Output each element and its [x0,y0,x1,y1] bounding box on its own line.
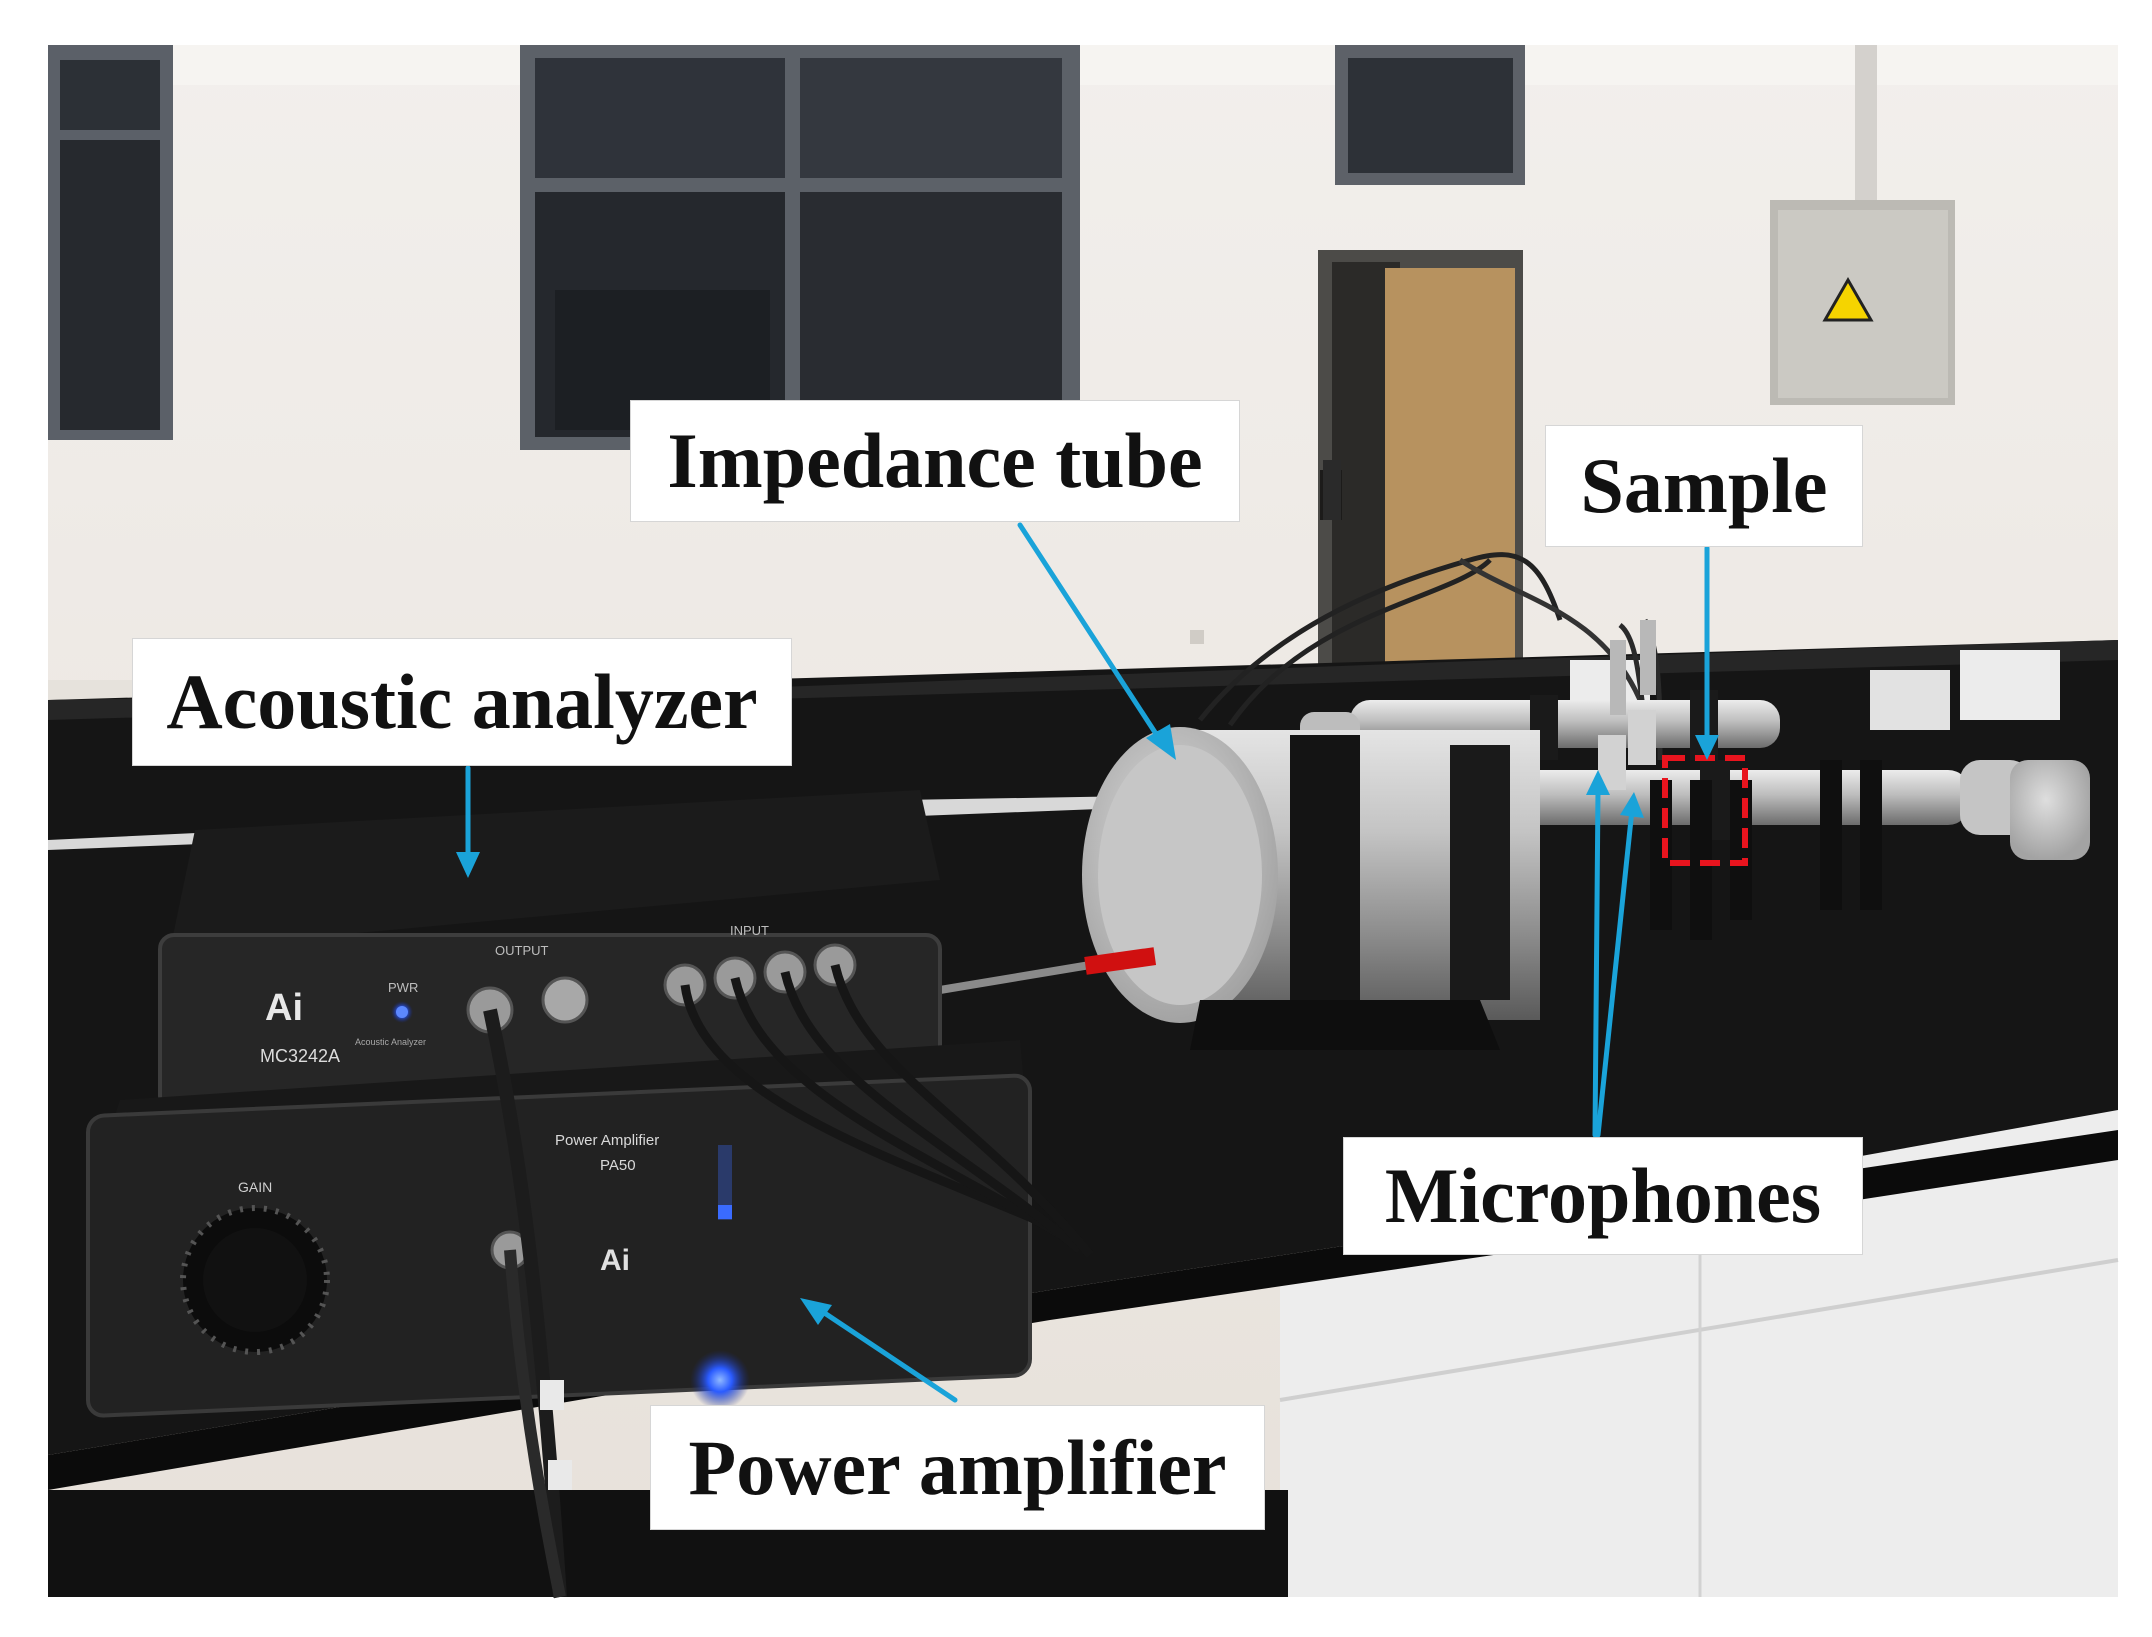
power-amplifier-label: Power amplifier [650,1405,1265,1530]
power-amplifier-arrow [817,1307,958,1403]
microphone-arrow-2 [1595,807,1635,1138]
power-amplifier-arrowhead [800,1298,832,1325]
door [1318,250,1523,680]
left-window [48,45,173,440]
center-window [520,45,1080,450]
analyzer-input-text: INPUT [730,923,769,938]
amp-title-text: Power Amplifier [555,1132,659,1149]
analyzer-pwr-text: PWR [388,980,418,995]
acoustic-analyzer-arrowhead [456,852,480,878]
analyzer-output-text: OUTPUT [495,943,549,958]
analyzer-model-text: MC3242A [260,1046,340,1066]
microphone-arrowhead-1 [1586,770,1610,795]
electrical-box [1770,200,1955,405]
impedance-tube-arrowhead [1146,724,1176,760]
right-window [1335,45,1525,185]
microphones-label: Microphones [1343,1137,1863,1255]
amp-model-text: PA50 [600,1157,636,1174]
sample-label: Sample [1545,425,1863,547]
amp-gain-text: GAIN [238,1179,272,1195]
impedance-tube-arrow [1017,522,1163,743]
impedance-tube-body [1082,727,1540,1050]
sample-marker-box [1662,755,1748,866]
acoustic-analyzer-label: Acoustic analyzer [132,638,792,766]
analyzer-name-text: Acoustic Analyzer [355,1037,426,1047]
amp-brand-logo: Ai [600,1244,630,1277]
brand-logo: Ai [265,987,303,1029]
microphone-arrow-1 [1592,787,1601,1138]
microphone-arrowhead-2 [1620,792,1644,818]
annotation-arrows [456,522,1719,1403]
impedance-tube-label: Impedance tube [630,400,1240,522]
power-amplifier-device: GAIN Power Amplifier PA50 Ai [86,1040,1032,1418]
sample-arrowhead [1695,735,1719,760]
